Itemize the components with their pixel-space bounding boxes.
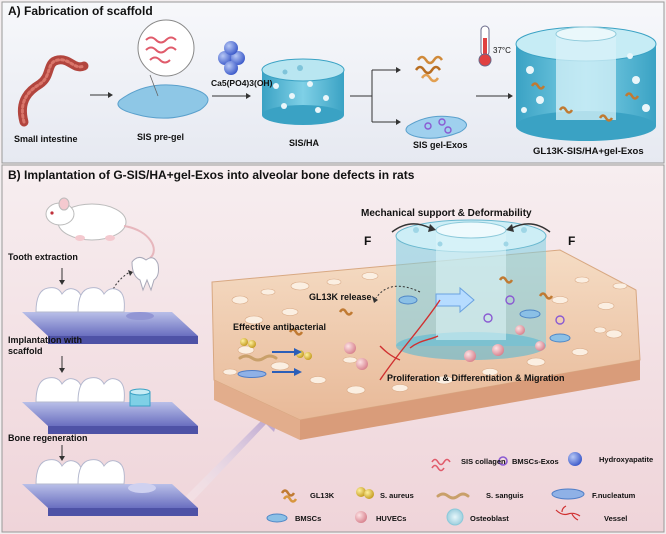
- legend-sis-collagen: SIS collagen: [461, 457, 506, 466]
- step-implantation-line1: Implantation with: [8, 335, 82, 345]
- tray-tooth-extraction: [22, 287, 198, 344]
- label-force-right: F: [568, 234, 576, 248]
- label-final-scaffold: GL13K-SIS/HA+gel-Exos: [533, 146, 644, 157]
- legend-s-sanguis: S. sanguis: [486, 491, 524, 500]
- legend-f-nucleatum: F.nucleatum: [592, 491, 636, 500]
- f-nucleatum-icon: [551, 488, 585, 500]
- sis-gel-exos-drawing: [405, 115, 467, 139]
- label-sis-pregel: SIS pre-gel: [137, 132, 185, 142]
- bacteria-cluster: [237, 338, 312, 378]
- bmscs-exos-icon: [498, 456, 508, 466]
- label-formula: Ca5(PO4)3(OH): [211, 78, 273, 88]
- sis-ha-scaffold: [261, 58, 345, 125]
- legend-gl13k: GL13K: [310, 491, 335, 500]
- legend-vessel: Vessel: [604, 514, 628, 523]
- gl13k-molecules: [414, 55, 444, 83]
- cells-in-bone: [288, 276, 571, 370]
- hydroxyapatite-cluster: [218, 41, 245, 75]
- huvecs-icon: [355, 511, 367, 523]
- label-sis-gel-exos: SIS gel-Exos: [413, 140, 468, 150]
- label-sis-ha: SIS/HA: [289, 138, 320, 148]
- tray-bone-regeneration: [22, 459, 198, 516]
- bone-pores: [222, 272, 628, 395]
- vessel-drawing: [379, 299, 441, 381]
- label-proliferation: Proliferation & Differentiation & Migrat…: [387, 373, 565, 383]
- step-tooth-extraction: Tooth extraction: [8, 252, 78, 262]
- label-antibacterial: Effective antibacterial: [233, 322, 327, 332]
- label-small-intestine: Small intestine: [14, 134, 78, 144]
- sis-collagen-zoom: [137, 19, 195, 77]
- vessel-icon: [555, 505, 581, 521]
- diffusion-arrow: [435, 286, 475, 314]
- osteoblast-icon: [446, 508, 464, 526]
- section-b-title: B) Implantation of G-SIS/HA+gel-Exos int…: [8, 168, 415, 182]
- legend-icons: [266, 452, 585, 526]
- force-arrow-right: [511, 223, 551, 233]
- step-bone-regeneration: Bone regeneration: [8, 433, 88, 443]
- label-temperature: 37°C: [493, 46, 511, 55]
- thermometer-icon: [478, 25, 492, 67]
- progress-arrow: [186, 404, 282, 502]
- section-a-title: A) Fabrication of scaffold: [8, 4, 153, 18]
- gl13k-icon: [280, 489, 296, 497]
- rat-drawing: [45, 197, 155, 259]
- step-implantation-line2: scaffold: [8, 346, 43, 356]
- implanted-scaffold: [395, 219, 547, 360]
- s-aureus-icon: [356, 487, 366, 497]
- sis-collagen-icon: [431, 458, 451, 466]
- release-arrow: [375, 285, 421, 299]
- legend-osteoblast: Osteoblast: [470, 514, 509, 523]
- label-gl13k-release: GL13K release: [309, 292, 372, 302]
- legend-s-aureus: S. aureus: [380, 491, 414, 500]
- tray-implantation: [22, 377, 198, 434]
- sis-pregel-drawing: [117, 84, 209, 119]
- legend-huvecs: HUVECs: [376, 514, 407, 523]
- hydroxyapatite-icon: [568, 452, 582, 466]
- legend-hydroxyapatite: Hydroxyapatite: [599, 455, 654, 464]
- force-arrow-left: [391, 223, 431, 233]
- extraction-arrow: [109, 271, 131, 297]
- extracted-tooth: [131, 256, 159, 292]
- legend-bmscs-exos: BMSCs-Exos: [512, 457, 559, 466]
- label-force-left: F: [364, 234, 372, 248]
- bmscs-icon: [266, 513, 288, 523]
- legend-bmscs: BMSCs: [295, 514, 322, 523]
- final-scaffold: [515, 26, 657, 141]
- label-mechanical-support: Mechanical support & Deformability: [361, 208, 532, 219]
- s-sanguis-icon: [436, 492, 470, 500]
